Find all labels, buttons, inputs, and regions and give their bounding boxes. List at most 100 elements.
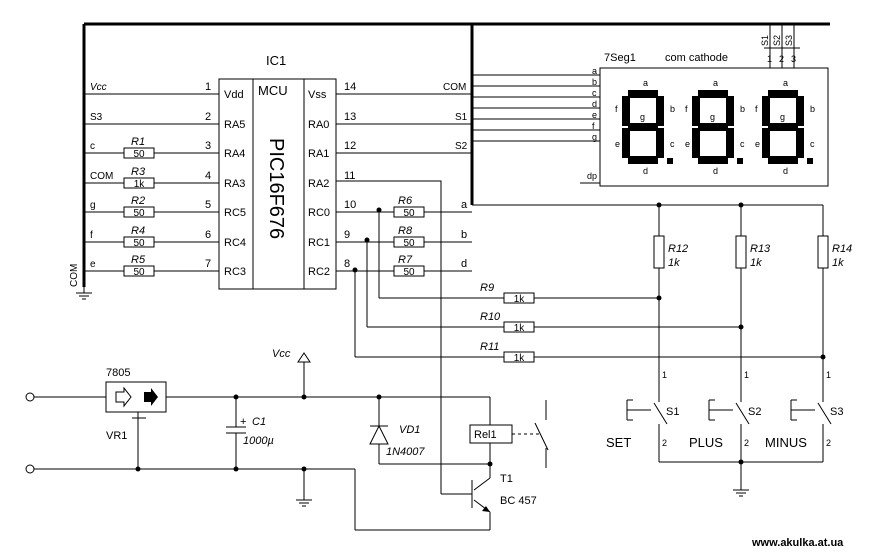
segment-b (726, 96, 734, 126)
ic-pin-name: Vss (308, 89, 327, 101)
switch-ref: S2 (748, 406, 761, 418)
ic-pin-number: 11 (344, 170, 355, 182)
segment-label: e (685, 139, 690, 149)
ic-pin-name: RA4 (224, 148, 245, 160)
switch-pin2: 2 (744, 438, 749, 448)
cap-ref: C1 (252, 416, 266, 428)
segment-g (698, 123, 728, 131)
ic-pin-number: 3 (205, 140, 211, 152)
switch-pin2: 2 (826, 438, 831, 448)
switch-name: MINUS (765, 435, 807, 450)
ic-pin-number: 12 (344, 140, 356, 152)
junction-dot (352, 267, 358, 273)
switch-ref: S3 (830, 406, 843, 418)
ic-pin-name: RC2 (308, 266, 330, 278)
ic-part-label: PIC16F676 (265, 138, 287, 239)
ic-pin-number: 6 (205, 229, 211, 241)
ic-pin-name: RA1 (308, 148, 329, 160)
switch-ref: S1 (666, 406, 679, 418)
ic-pin-name: RA2 (308, 178, 329, 190)
resistor-ref: R13 (750, 243, 771, 255)
segment-c (656, 128, 664, 158)
ic-pin-number: 2 (205, 111, 211, 123)
switch-name: PLUS (689, 435, 723, 450)
net-label: S3 (90, 112, 103, 123)
resistor-value: 50 (133, 238, 145, 249)
segment-a (698, 90, 728, 98)
display-input-label: e (592, 110, 597, 120)
switch-name: SET (606, 435, 631, 450)
ic-pin-name: RC5 (224, 207, 246, 219)
common-name: S3 (784, 35, 794, 46)
power-section: 7805 VR1 + C1 1000µ Vcc VD1 1N4007 (25, 348, 549, 531)
segment-label: e (755, 139, 760, 149)
resistor-ref: R10 (480, 311, 501, 323)
resistor-value: 50 (403, 267, 415, 278)
net-label: b (461, 229, 467, 241)
net-label: g (90, 200, 96, 211)
resistor-body (735, 235, 747, 269)
junction-dot (376, 207, 382, 213)
resistor-value: 1k (134, 179, 146, 190)
ic-pin-number: 13 (344, 111, 356, 123)
resistor-value: 50 (133, 208, 145, 219)
resistor-ref: R5 (131, 254, 146, 266)
resistor-ref: R2 (131, 195, 145, 207)
common-name: S2 (772, 35, 782, 46)
segment-b (656, 96, 664, 126)
ic-pin-name: Vdd (224, 89, 244, 101)
resistor-value: 1k (514, 323, 526, 334)
resistor-value: 1k (832, 257, 844, 269)
segment-label: a (643, 78, 648, 88)
resistor-ref: R9 (480, 282, 494, 294)
common-pin-number: 1 (767, 54, 772, 64)
cap-plus: + (240, 416, 246, 428)
segment-label: e (615, 139, 620, 149)
resistor-ref: R12 (668, 243, 688, 255)
net-label: f (90, 230, 93, 241)
display-input-label: d (592, 99, 597, 109)
segment-g (628, 123, 658, 131)
resistor-body (817, 235, 829, 269)
resistor-ref: R3 (131, 166, 146, 178)
segment-d (698, 156, 728, 164)
resistor-value: 1k (750, 257, 762, 269)
resistor-value: 1k (668, 257, 680, 269)
resistor-ref: R11 (480, 341, 499, 353)
display-input-label: c (592, 88, 597, 98)
net-label: Vcc (90, 82, 107, 93)
segment-dp (737, 158, 743, 164)
segment-label: g (780, 112, 785, 122)
segment-e (762, 128, 770, 158)
net-label: COM (90, 171, 113, 182)
vcc-triangle-icon (297, 352, 311, 363)
vcc-label-power: Vcc (272, 348, 291, 360)
resistor-value: 1k (514, 353, 526, 364)
resistor-ref: R4 (131, 225, 145, 237)
segment-label: b (810, 104, 815, 114)
reg-ref: VR1 (106, 430, 127, 442)
resistor-value: 50 (403, 238, 415, 249)
net-label: S1 (455, 112, 468, 123)
segment-d (628, 156, 658, 164)
segment-label: a (783, 78, 788, 88)
ic-pin-name: RA5 (224, 119, 245, 131)
segment-label: f (685, 104, 688, 114)
segment-label: d (713, 166, 718, 176)
ic-pin-number: 7 (205, 258, 211, 270)
ic-ref-label: IC1 (266, 53, 286, 68)
resistor-value: 50 (403, 208, 415, 219)
resistor-ref: R1 (131, 136, 145, 148)
segment-dp (667, 158, 673, 164)
segment-label: a (713, 78, 718, 88)
diode-ref: VD1 (399, 424, 420, 436)
ic-pin-name: RC0 (308, 207, 330, 219)
segment-d (768, 156, 798, 164)
